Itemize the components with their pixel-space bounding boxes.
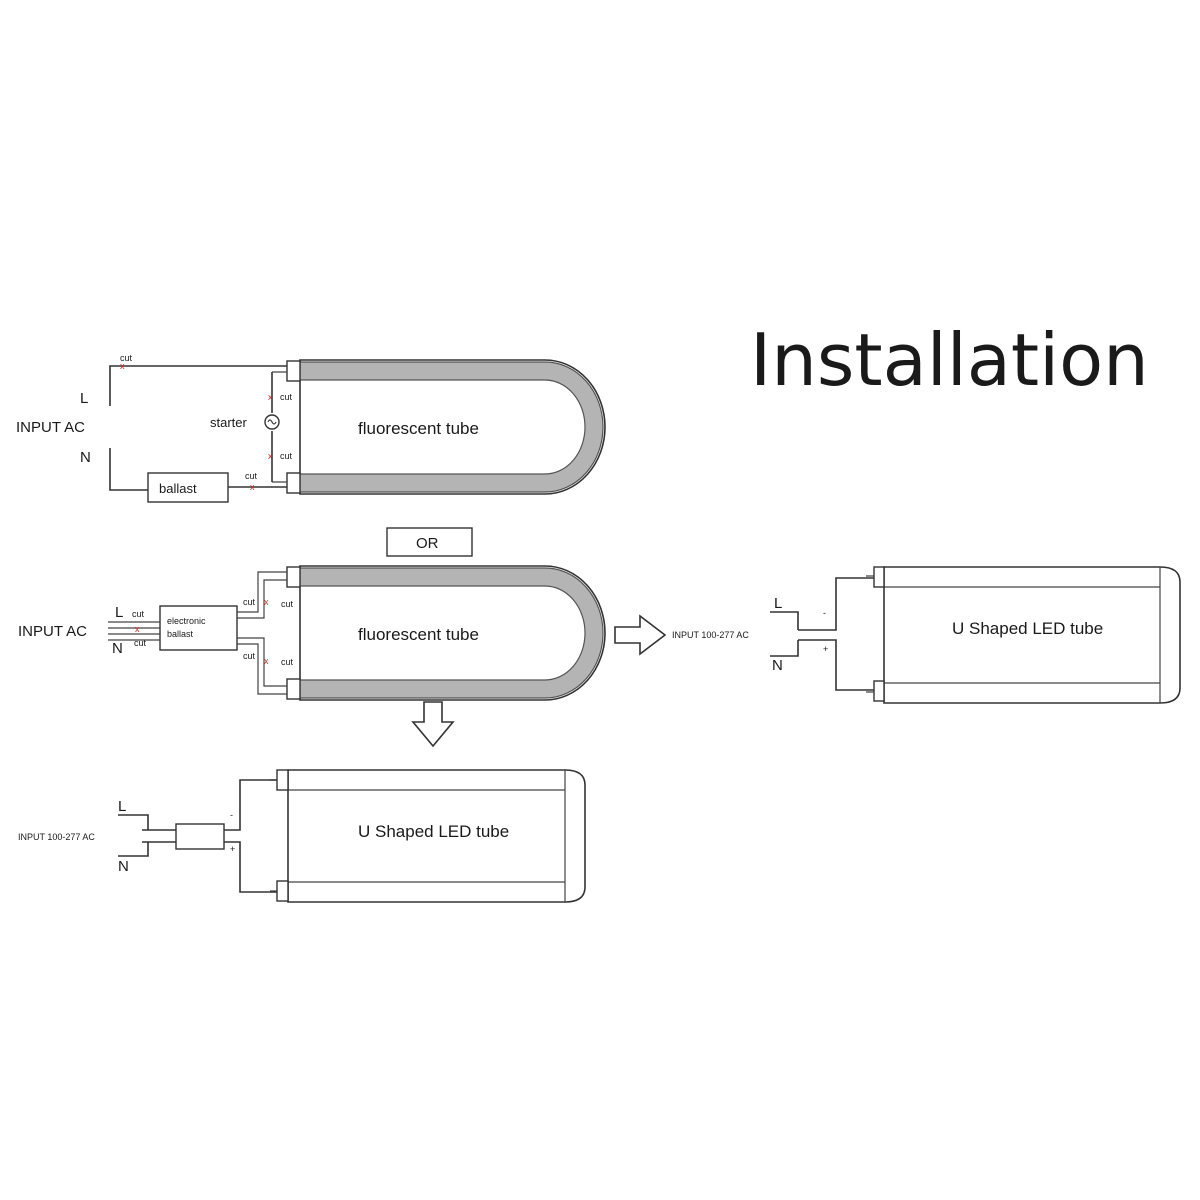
cut-label: cut bbox=[280, 392, 293, 402]
led-pin-cap bbox=[276, 769, 289, 791]
l-label: L bbox=[115, 604, 123, 621]
n-label: N bbox=[80, 449, 91, 466]
cut-label: cut bbox=[132, 609, 145, 619]
fluorescent-u-tube-1 bbox=[286, 359, 606, 495]
starter-label: starter bbox=[210, 415, 248, 430]
ballast-label-line1: electronic bbox=[167, 616, 206, 626]
plus-label: + bbox=[823, 644, 828, 654]
led-tube-label: U Shaped LED tube bbox=[952, 619, 1103, 638]
electronic-ballast-box bbox=[159, 605, 238, 651]
led-input-wires bbox=[798, 577, 874, 691]
arrow-right-icon bbox=[614, 614, 667, 656]
n-label: N bbox=[772, 657, 783, 674]
n-label: N bbox=[118, 858, 129, 875]
title: Installation bbox=[750, 318, 1149, 402]
cut-mark: x bbox=[120, 361, 125, 371]
cut-label: cut bbox=[281, 599, 294, 609]
led-pin-cap bbox=[873, 566, 885, 588]
led-tube-label: U Shaped LED tube bbox=[358, 822, 509, 841]
minus-label: - bbox=[823, 608, 826, 618]
plus-label: + bbox=[230, 844, 235, 854]
l-label: L bbox=[80, 390, 88, 407]
ballast-box bbox=[147, 472, 229, 503]
diagram-magnetic-ballast: fluorescent tube ballast INPUT AC L N st… bbox=[16, 353, 606, 503]
or-box bbox=[386, 527, 473, 557]
cut-mark: x bbox=[135, 624, 140, 634]
cut-label: cut bbox=[120, 353, 133, 363]
input-wires bbox=[108, 621, 160, 641]
neutral-wire bbox=[109, 448, 148, 491]
cut-mark: x bbox=[264, 656, 269, 666]
tube-label: fluorescent tube bbox=[358, 625, 479, 644]
led-input-wires bbox=[142, 779, 277, 893]
arrow-down-icon bbox=[411, 701, 455, 748]
cut-label: cut bbox=[243, 597, 256, 607]
cut-mark: x bbox=[264, 597, 269, 607]
input-label: INPUT 100-277 AC bbox=[672, 630, 749, 640]
l-label: L bbox=[118, 798, 126, 815]
ballast-label-line2: ballast bbox=[167, 629, 194, 639]
input-label: INPUT 100-277 AC bbox=[18, 832, 95, 842]
ballast-output-top bbox=[237, 571, 287, 619]
tube-pin-cap bbox=[286, 566, 301, 588]
led-tube-bottom: U Shaped LED tube INPUT 100-277 AC L N -… bbox=[18, 769, 586, 903]
tube-label: fluorescent tube bbox=[358, 419, 479, 438]
cut-label: cut bbox=[134, 638, 147, 648]
ballast-output-bottom bbox=[237, 637, 287, 695]
driver-box bbox=[175, 823, 225, 850]
cut-mark: x bbox=[250, 482, 255, 492]
led-tube-right: U Shaped LED tube INPUT 100-277 AC L N -… bbox=[672, 566, 1181, 704]
input-ac-label: INPUT AC bbox=[18, 623, 87, 640]
cut-mark: x bbox=[268, 451, 273, 461]
cut-label: cut bbox=[245, 471, 258, 481]
cut-mark: x bbox=[268, 392, 273, 402]
diagram-electronic-ballast: fluorescent tube electronic ballast INPU… bbox=[18, 565, 606, 701]
or-label: OR bbox=[416, 535, 439, 552]
led-pin-cap bbox=[276, 880, 289, 902]
fluorescent-u-tube-2 bbox=[286, 565, 606, 701]
tube-pin-cap bbox=[286, 678, 301, 700]
cut-label: cut bbox=[281, 657, 294, 667]
l-label: L bbox=[774, 595, 782, 612]
tube-pin-cap bbox=[286, 472, 301, 494]
cut-label: cut bbox=[243, 651, 256, 661]
n-label: N bbox=[112, 640, 123, 657]
cut-label: cut bbox=[280, 451, 293, 461]
minus-label: - bbox=[230, 810, 233, 820]
tube-pin-cap bbox=[286, 360, 301, 382]
ballast-label: ballast bbox=[159, 481, 197, 496]
input-ac-label: INPUT AC bbox=[16, 419, 85, 436]
live-wire bbox=[109, 365, 287, 406]
led-pin-cap bbox=[873, 680, 885, 702]
